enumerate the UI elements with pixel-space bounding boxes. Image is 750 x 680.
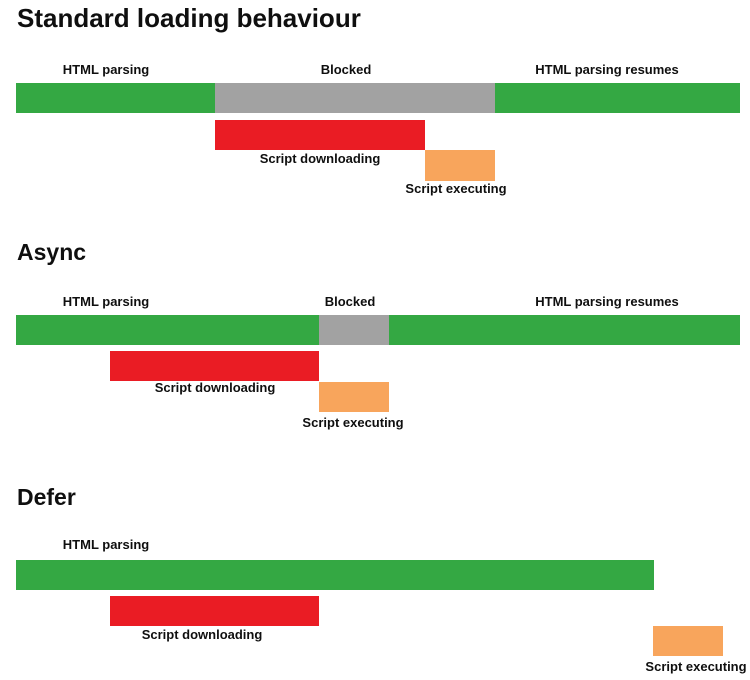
html-parsing-bar <box>16 315 319 345</box>
blocked-label: Blocked <box>320 62 372 77</box>
html-parsing-resumes-label: HTML parsing resumes <box>535 62 679 77</box>
script-downloading-label: Script downloading <box>259 151 381 166</box>
html-parsing-resumes-bar <box>389 315 740 345</box>
section-title-standard-loading-behaviour: Standard loading behaviour <box>17 3 361 33</box>
script-executing-bar <box>425 150 495 181</box>
script-downloading-label: Script downloading <box>141 627 263 642</box>
script-executing-label: Script executing <box>405 181 507 196</box>
blocked-label: Blocked <box>324 294 376 309</box>
html-parsing-resumes-label: HTML parsing resumes <box>535 294 679 309</box>
html-parsing-label: HTML parsing <box>62 62 150 77</box>
script-downloading-label: Script downloading <box>154 380 276 395</box>
html-parsing-bar <box>16 83 215 113</box>
script-downloading-bar <box>110 351 319 381</box>
script-executing-bar <box>653 626 723 656</box>
section-title-defer: Defer <box>17 484 76 510</box>
script-executing-bar <box>319 382 389 412</box>
script-downloading-bar <box>215 120 425 150</box>
html-parsing-bar <box>16 560 654 590</box>
html-parsing-label: HTML parsing <box>62 537 150 552</box>
blocked-bar <box>215 83 495 113</box>
html-parsing-label: HTML parsing <box>62 294 150 309</box>
html-parsing-resumes-bar <box>495 83 740 113</box>
section-title-async: Async <box>17 239 87 265</box>
blocked-bar <box>319 315 389 345</box>
script-downloading-bar <box>110 596 319 626</box>
script-executing-label: Script executing <box>302 415 404 430</box>
script-executing-label: Script executing <box>645 659 747 674</box>
